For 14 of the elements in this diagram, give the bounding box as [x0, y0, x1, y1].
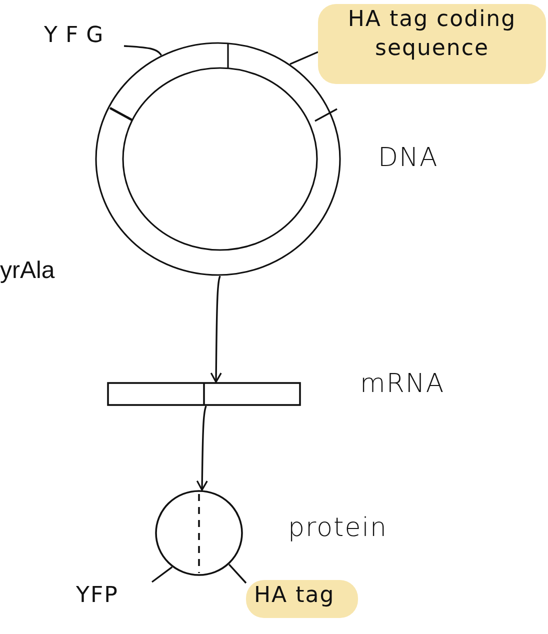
label-text: YFG	[44, 22, 124, 56]
leader-line	[124, 45, 162, 56]
arrow	[210, 276, 222, 383]
cut-off-text: yrAla	[0, 256, 55, 286]
caption-text: DNA	[378, 142, 438, 175]
highlighted-label: HA tag coding sequence	[318, 4, 546, 84]
arrow	[196, 406, 208, 491]
leader-line	[290, 51, 318, 65]
leader-line	[228, 564, 247, 584]
caption-text: protein	[288, 512, 388, 545]
leader-line	[152, 566, 173, 583]
label-text: YFP	[76, 582, 152, 618]
highlighted-label: HA tag	[246, 580, 358, 618]
caption-text: mRNA	[360, 368, 445, 401]
